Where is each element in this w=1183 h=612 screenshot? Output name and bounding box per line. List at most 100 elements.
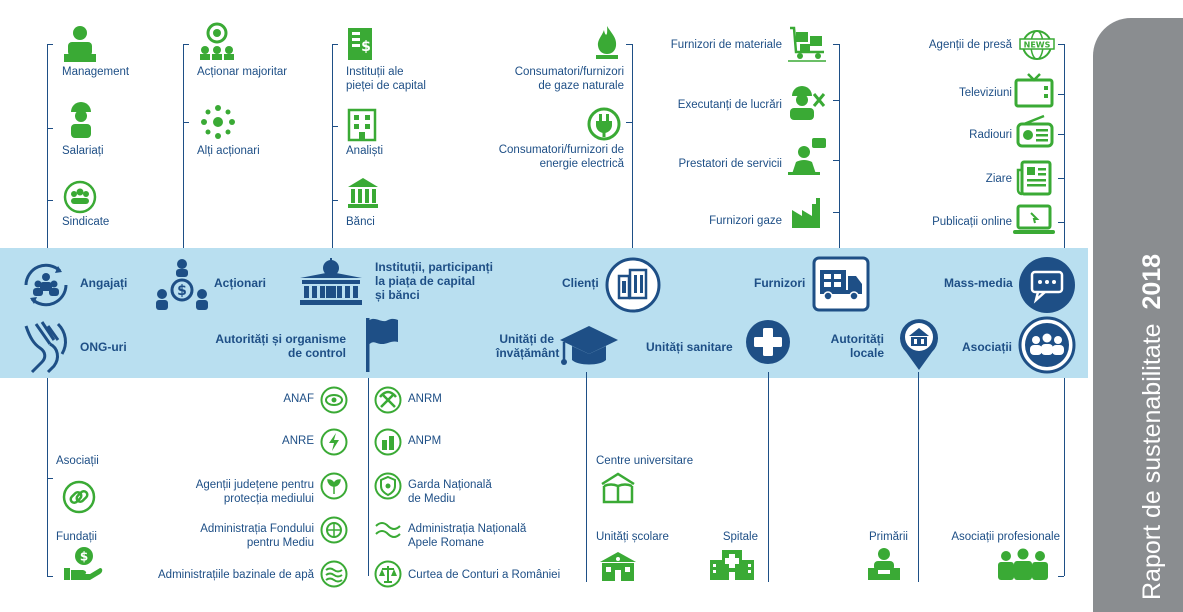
category-asociatii: Asociații — [962, 340, 1013, 354]
label-ong-asociatii: Asociații — [56, 455, 99, 467]
anre-energy-icon — [320, 428, 348, 456]
svg-text:$: $ — [177, 283, 187, 299]
guard-shield-icon — [374, 472, 402, 500]
analysts-building-icon — [347, 108, 377, 142]
furnizori-tree-line — [839, 44, 840, 248]
label-administratiile-bazinale: Administrațiile bazinale de apă — [158, 569, 314, 581]
label-alti-actionari: Alți acționari — [197, 145, 260, 157]
invatamant-tree-line — [586, 372, 587, 582]
label-furnizori-materiale: Furnizori de materiale — [670, 39, 782, 51]
capital-market-icon: $ — [348, 28, 372, 60]
label-anpm: ANPM — [408, 435, 442, 447]
label-executanti-lucrari: Executanți de lucrări — [677, 99, 782, 111]
medical-cross-icon — [746, 320, 790, 364]
label-furnizori-gaze: Furnizori gaze — [709, 215, 782, 227]
hospital-icon — [710, 550, 754, 580]
link-chain-icon — [62, 480, 96, 514]
location-townhall-icon — [900, 319, 938, 370]
category-angajati: Angajați — [80, 276, 128, 290]
institution-building-icon — [300, 258, 362, 305]
label-primarii: Primării — [869, 531, 908, 543]
category-mass-media: Mass-media — [944, 276, 1013, 290]
label-management: Management — [62, 66, 130, 78]
angajati-tree-line — [47, 44, 48, 248]
label-sindicate: Sindicate — [62, 216, 110, 228]
category-furnizori: Furnizori — [754, 276, 806, 290]
materials-trolley-icon — [788, 26, 826, 62]
label-radiouri: Radiouri — [969, 129, 1012, 141]
news-badge-text: NEWS — [1024, 41, 1051, 50]
label-publicatii-online: Publicații online — [932, 216, 1012, 228]
label-televiziuni: Televiziuni — [958, 87, 1012, 99]
autoritati-tree-line — [368, 378, 369, 576]
svg-text:$: $ — [361, 39, 371, 55]
label-salariati: Salariați — [62, 145, 104, 157]
union-group-icon — [63, 180, 97, 214]
anaf-icon — [320, 386, 348, 414]
report-title: Raport de sustenabilitate — [1138, 323, 1166, 600]
waters-icon — [375, 522, 401, 538]
label-unitati-scolare: Unități școlare — [596, 531, 669, 543]
mayor-podium-icon — [868, 548, 900, 580]
university-book-icon — [601, 472, 635, 504]
label-centre-universitare: Centre universitare — [596, 455, 694, 467]
news-globe-icon: NEWS — [1019, 30, 1055, 60]
electric-plug-icon — [587, 107, 621, 141]
category-unitati-sanitare: Unități sanitare — [646, 340, 733, 354]
court-scales-icon — [374, 560, 402, 588]
actionari-tree-line — [183, 44, 184, 248]
employees-cycle-icon — [24, 263, 68, 307]
category-ong: ONG-uri — [80, 340, 127, 354]
label-spitale: Spitale — [722, 531, 758, 543]
side-tab — [1093, 18, 1183, 612]
anpm-environment-icon — [374, 428, 402, 456]
report-year: 2018 — [1138, 253, 1166, 310]
label-ziare: Ziare — [985, 173, 1012, 185]
globe-fund-icon — [320, 516, 348, 544]
label-asociatii-profesionale: Asociații profesionale — [951, 531, 1060, 543]
school-building-icon — [600, 552, 636, 581]
label-anre: ANRE — [282, 435, 314, 447]
side-tab-text: Raport de sustenabilitate 2018 — [1093, 18, 1183, 612]
environment-leaf-icon — [320, 472, 348, 500]
ngo-hands-icon — [24, 321, 67, 374]
category-clienti: Clienți — [562, 276, 599, 290]
institutii-tree-line — [332, 44, 333, 248]
other-shareholders-icon — [201, 105, 235, 139]
label-prestatori-servicii: Prestatori de servicii — [678, 158, 782, 170]
label-anrm: ANRM — [408, 393, 442, 405]
svg-text:$: $ — [80, 550, 88, 564]
label-actionar-majoritar: Acționar majoritar — [197, 66, 288, 78]
media-tree-line — [1064, 44, 1065, 248]
associations-group-icon — [1018, 316, 1076, 374]
sanitare-tree-line — [768, 372, 769, 582]
label-banci: Bănci — [346, 216, 375, 228]
delivery-truck-icon — [812, 256, 870, 312]
gas-factory-icon — [792, 198, 820, 228]
label-agentii-presa: Agenții de presă — [928, 39, 1012, 51]
contractor-tools-icon — [790, 86, 826, 120]
laptop-icon — [1013, 204, 1055, 234]
television-icon — [1014, 73, 1054, 108]
label-fundatii: Fundații — [56, 531, 97, 543]
manager-icon — [64, 26, 96, 62]
clienti-tree-line — [632, 44, 633, 248]
category-actionari: Acționari — [214, 276, 267, 290]
professional-group-icon — [998, 548, 1048, 580]
newspaper-icon — [1016, 160, 1052, 196]
graduation-cap-icon — [560, 326, 618, 365]
clients-building-icon — [605, 257, 661, 313]
chat-bubble-icon — [1019, 257, 1075, 313]
label-curtea-conturi: Curtea de Conturi a României — [408, 569, 561, 581]
locale-tree-line — [918, 372, 919, 582]
flag-icon — [366, 318, 398, 372]
